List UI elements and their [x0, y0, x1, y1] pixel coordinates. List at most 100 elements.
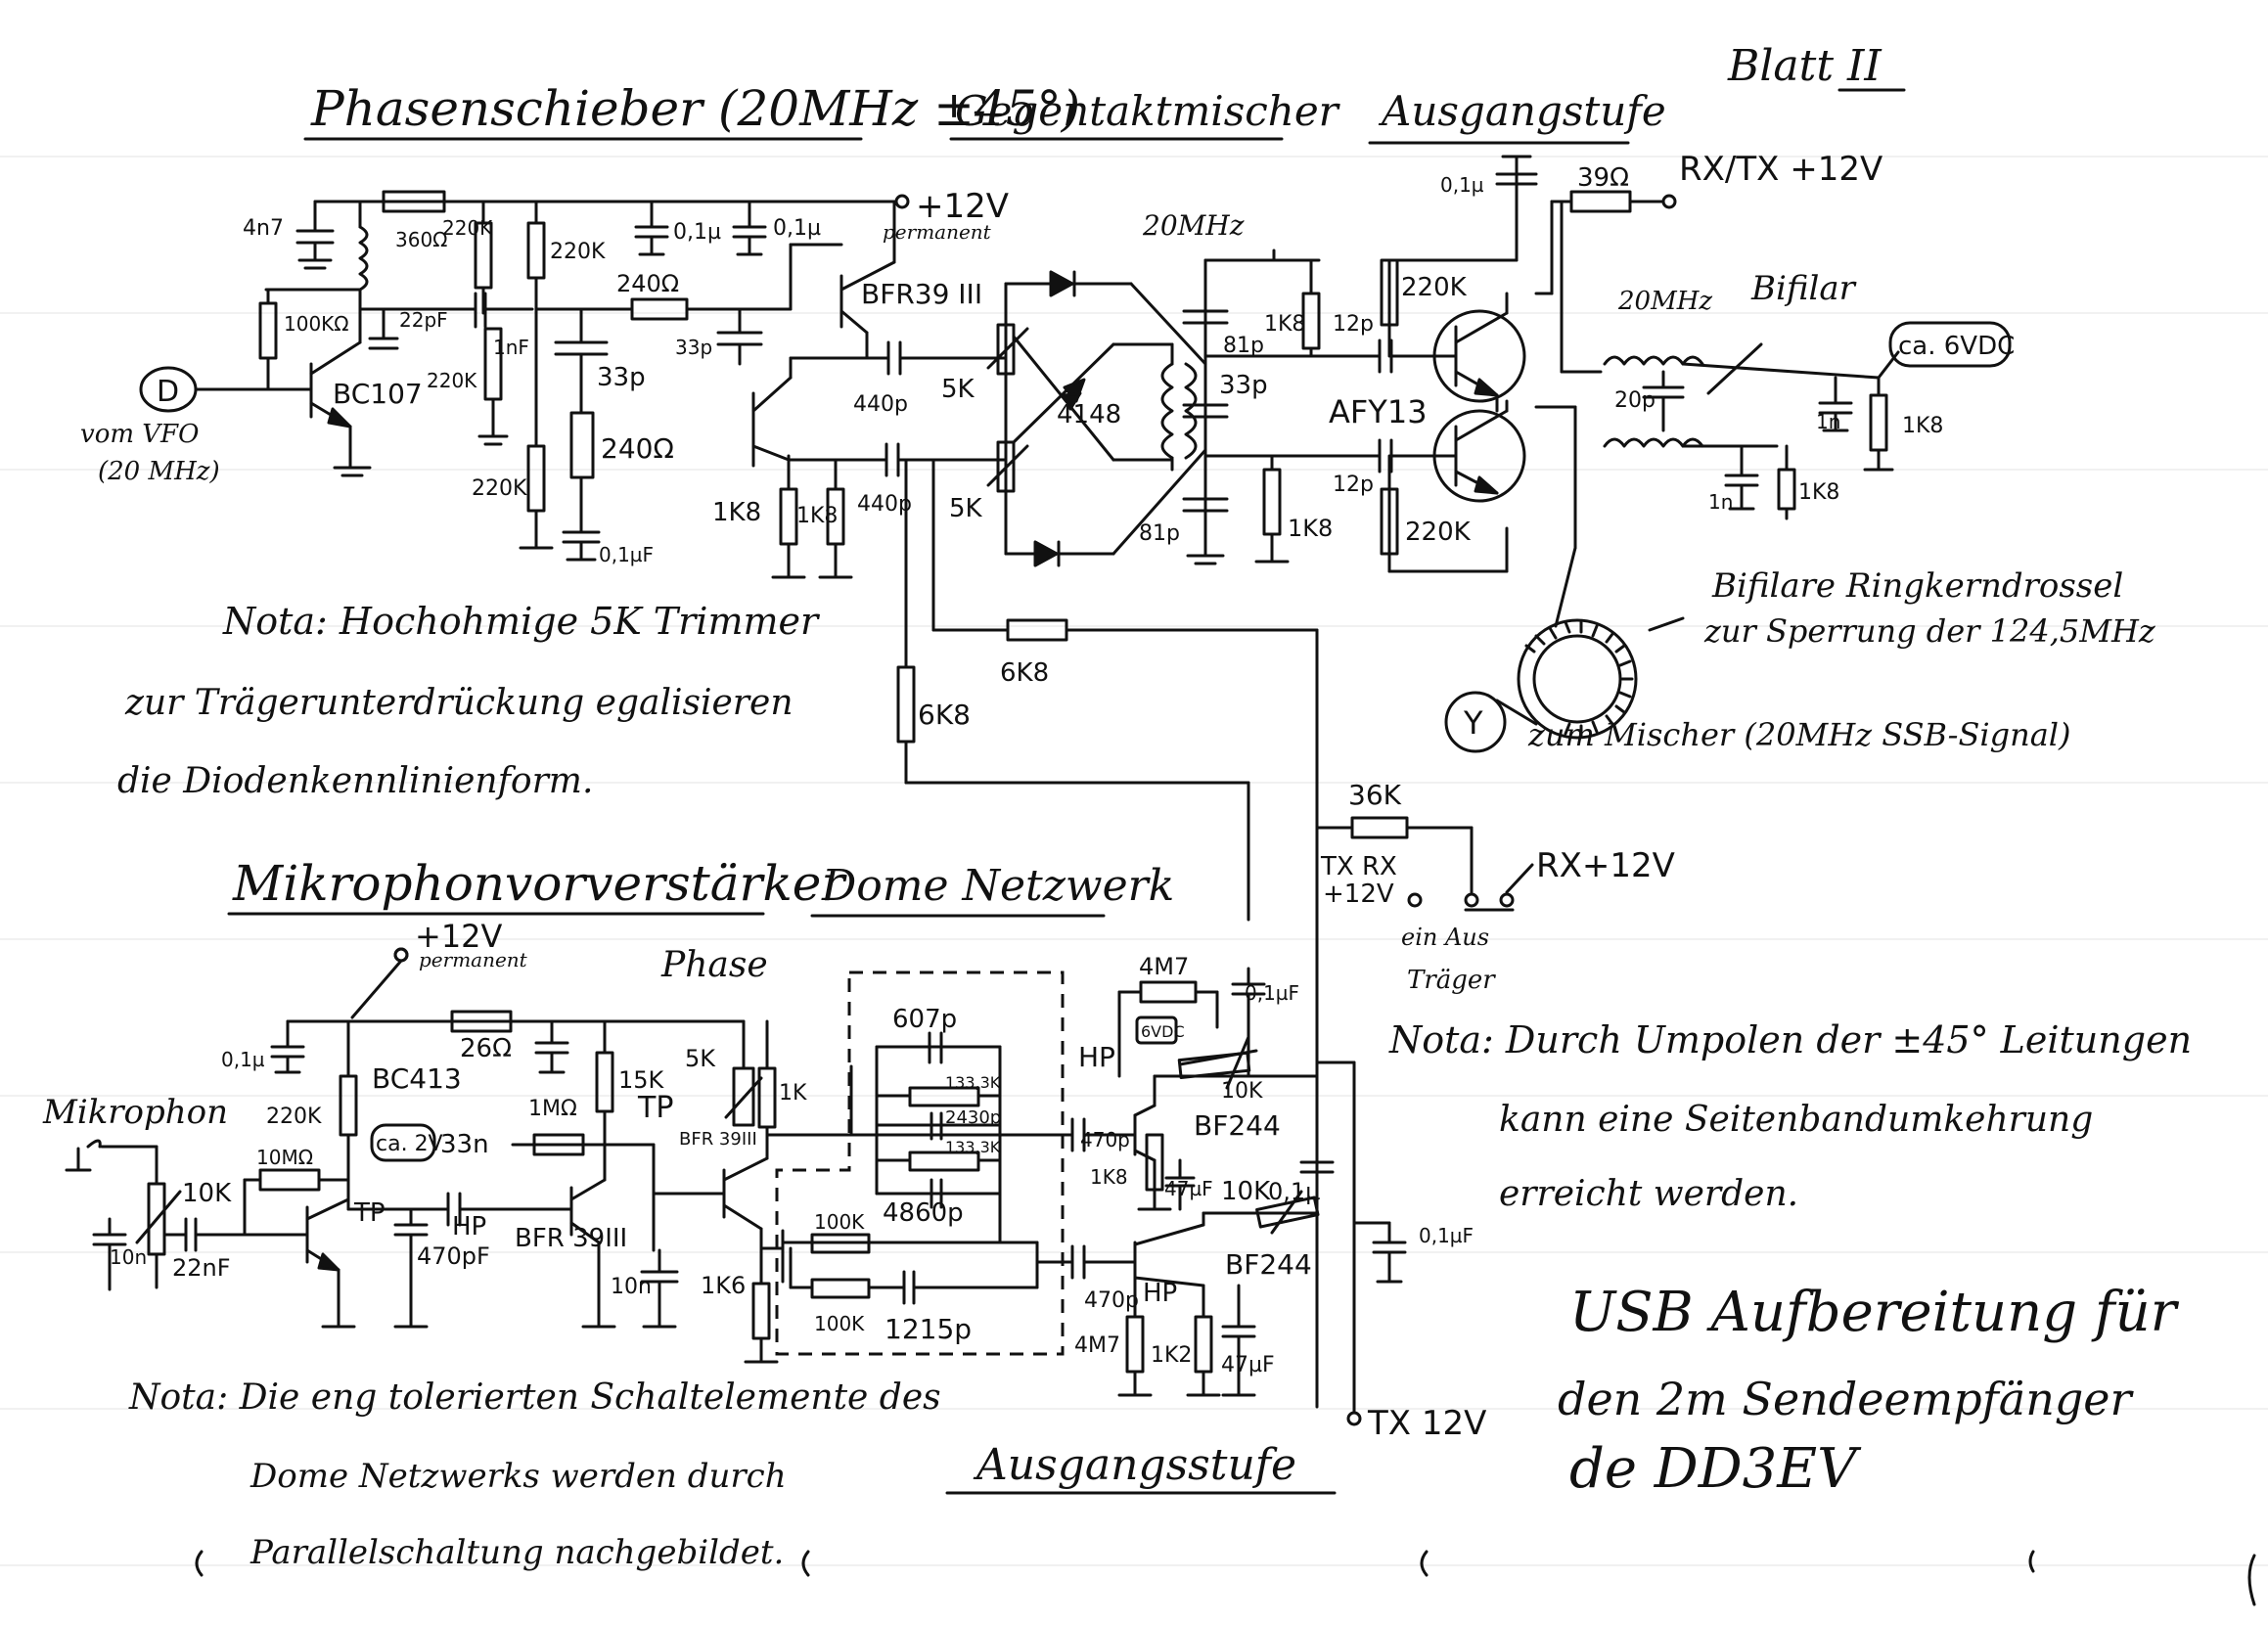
- label-c-4n7: 4n7: [243, 216, 284, 241]
- label-c-33n: 33n: [440, 1130, 489, 1159]
- note-2-line-3: erreicht werden.: [1499, 1174, 1798, 1214]
- mikrophon-label: Mikrophon: [42, 1093, 228, 1132]
- label-c-20p: 20p: [1614, 388, 1656, 413]
- ein-aus-label: ein Aus: [1401, 924, 1489, 951]
- label-c-33p-c: 33p: [1219, 371, 1268, 400]
- label-r-10m: 10MΩ: [256, 1146, 313, 1169]
- note-3-line-3: Parallelschaltung nachgebildet.: [249, 1533, 784, 1572]
- ca2v-label: ca. 2V: [376, 1132, 443, 1156]
- label-c-10n-b: 10n: [611, 1275, 652, 1299]
- note-2-line-1: Nota: Durch Umpolen der ±45° Leitungen: [1388, 1018, 2192, 1061]
- txrx12v-label-2: +12V: [1323, 880, 1394, 909]
- note-2: Nota: Durch Umpolen der ±45° Leitungen k…: [1388, 1018, 2192, 1214]
- bifilar-label: Bifilar: [1750, 269, 1857, 308]
- label-r-1k8-b: 1K8: [796, 504, 838, 528]
- plus12v-bottom-label: +12V: [415, 918, 503, 955]
- label-c-440p-a: 440p: [853, 392, 908, 417]
- heading-output-stage-bottom: Ausgangsstufe: [973, 1440, 1296, 1490]
- mixer-circuit: [931, 248, 1458, 1074]
- title-line-3: de DD3EV: [1569, 1437, 1862, 1501]
- freq-20mhz-a: 20MHz: [1142, 209, 1245, 242]
- note-1-line-2: zur Trägerunterdrückung egalisieren: [124, 683, 794, 723]
- note-3: Nota: Die eng tolerierten Schaltelemente…: [128, 1377, 941, 1572]
- label-pot-5k-a: 5K: [941, 375, 975, 404]
- label-r-100k-a: 100K: [814, 1210, 865, 1234]
- label-c-2430p: 2430p: [945, 1107, 1001, 1128]
- plus12v-bottom-terminal: [393, 947, 409, 963]
- label-c-470pf-a: 470pF: [417, 1242, 490, 1270]
- label-c-10n-a: 10n: [110, 1245, 147, 1269]
- label-c-33p-a: 33p: [675, 336, 712, 359]
- phase-shifter-circuit: [207, 190, 1250, 922]
- part-labels-top: 4n7 360Ω 220K 220K 0,1µ 0,1µ 240Ω 33p BF…: [243, 163, 1943, 811]
- label-pot-10k: 10K: [182, 1179, 232, 1208]
- label-r-1k8-c: 1K8: [1264, 312, 1305, 337]
- terminal-d-desc-2: (20 MHz): [98, 457, 220, 486]
- margin-marks: [195, 1550, 2256, 1606]
- label-r-6k8-a: 6K8: [918, 699, 971, 731]
- label-c-607p: 607p: [892, 1005, 957, 1034]
- label-c-12p-b: 12p: [1333, 473, 1374, 497]
- label-c-01u-d: 0,1µ: [221, 1048, 265, 1071]
- label-r-220k-g: 220K: [266, 1105, 322, 1129]
- label-r-1k8-e: 1K8: [1902, 414, 1943, 438]
- label-c-4860p: 4860p: [883, 1198, 964, 1228]
- label-c-440p-b: 440p: [857, 492, 912, 517]
- dome-network-circuit: [789, 1031, 1039, 1305]
- label-c-81p-a: 81p: [1223, 334, 1264, 358]
- heading-push-pull-mixer: Gegentaktmischer: [955, 87, 1341, 135]
- label-r-6k8-b: 6K8: [1000, 658, 1049, 688]
- ca2v-box: [370, 1123, 436, 1162]
- label-r-220k-b: 220K: [550, 240, 606, 264]
- terminal-y-desc: zum Mischer (20MHz SSB-Signal): [1527, 716, 2071, 753]
- terminal-d-letter: D: [157, 375, 179, 409]
- label-pot-5k-c: 5K: [685, 1045, 716, 1072]
- terminal-d: D: [139, 366, 211, 413]
- label-c-01uf: 0,1µF: [599, 543, 654, 566]
- bifilar-choke-2: zur Sperrung der 124,5MHz: [1703, 612, 2156, 650]
- label-t-afy13: AFY13: [1329, 393, 1428, 430]
- label-c-01u-e: 0,1µ: [1268, 1178, 1320, 1205]
- note-3-line-1: Nota: Die eng tolerierten Schaltelemente…: [128, 1377, 941, 1418]
- plus12v-top-terminal: [894, 194, 910, 209]
- terminal-y: Y: [1444, 691, 1507, 753]
- label-c-47uf-a: 47µF: [1164, 1177, 1213, 1200]
- label-pot-10k-b: 10K: [1221, 1079, 1263, 1104]
- label-r-133k-a: 133,3K: [945, 1073, 1001, 1092]
- label-r-100k-b: 100K: [814, 1312, 865, 1335]
- label-r-220k-c: 220K: [427, 369, 477, 392]
- title-block: USB Aufbereitung für den 2m Sendeempfäng…: [1558, 1281, 2180, 1501]
- permanent-bottom-label: permanent: [419, 948, 528, 971]
- label-r-220k-f: 220K: [1405, 518, 1472, 547]
- heading-output-stage-top: Ausgangstufe: [1378, 87, 1666, 135]
- label-r-26: 26Ω: [460, 1034, 512, 1063]
- hp3-label: HP: [1143, 1279, 1177, 1308]
- label-pot-10k-c: 10K: [1221, 1177, 1271, 1206]
- label-c-81p-b: 81p: [1139, 521, 1180, 546]
- labels-bottom: +12V permanent Mikrophon Phase ca. 2V TP…: [42, 918, 1474, 1377]
- label-r-100k: 100KΩ: [284, 312, 349, 336]
- vdc-label: 6VDC: [1141, 1022, 1185, 1041]
- txrx12v-label-1: TX RX: [1320, 852, 1397, 881]
- hp1-label: HP: [452, 1212, 486, 1241]
- label-c-33p-b: 33p: [597, 363, 646, 392]
- label-r-220k-a: 220K: [442, 216, 493, 240]
- terminal-y-letter: Y: [1463, 704, 1483, 742]
- label-t-bfr39: BFR39 III: [861, 278, 982, 310]
- tx12v-label: TX 12V: [1367, 1404, 1486, 1443]
- label-pot-5k-b: 5K: [949, 494, 983, 523]
- label-r-220k-e: 220K: [1401, 273, 1468, 302]
- label-r-240-b: 240Ω: [601, 432, 674, 465]
- plus12v-top-label: +12V: [916, 187, 1009, 226]
- label-c-470p-c: 470p: [1084, 1288, 1139, 1313]
- label-r-39: 39Ω: [1577, 163, 1629, 193]
- label-c-01u-b: 0,1µ: [773, 216, 821, 241]
- label-c-12p-a: 12p: [1333, 312, 1374, 337]
- output-stage-bottom-circuit: [1035, 967, 1407, 1397]
- label-c-1n-b: 1n: [1708, 490, 1733, 514]
- output-stage-top-circuit: [1380, 155, 1900, 740]
- label-r-133k-b: 133,3K: [945, 1138, 1001, 1156]
- hp2-label: HP: [1078, 1041, 1115, 1073]
- mic-preamp-circuit: [65, 947, 1049, 1364]
- label-r-360: 360Ω: [395, 228, 447, 251]
